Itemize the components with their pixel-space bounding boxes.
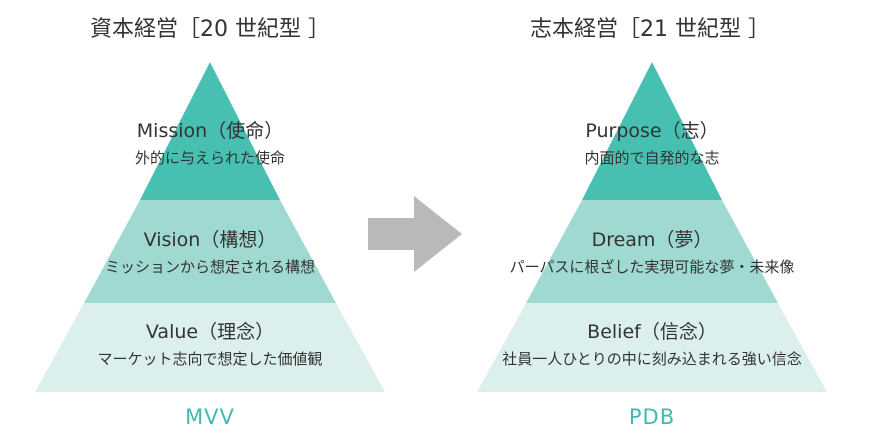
right-level-3-heading: Belief（信念）	[587, 321, 717, 343]
right-level-1-heading: Purpose（志）	[585, 120, 719, 142]
right-pyramid	[477, 62, 827, 392]
right-level-2-heading: Dream（夢）	[591, 229, 713, 251]
left-pyramid	[35, 62, 385, 392]
left-pyramid-middle-tier	[84, 200, 336, 303]
left-level-3-heading: Value（理念）	[145, 321, 275, 343]
right-pyramid-middle-tier	[526, 200, 778, 303]
right-caption-pdb: PDB	[628, 405, 676, 429]
left-level-1-heading: Mission（使命）	[136, 120, 284, 142]
right-level-3-description: 社員一人ひとりの中に刻み込まれる強い信念	[502, 350, 802, 368]
left-level-2-description: ミッションから想定される構想	[104, 258, 315, 276]
right-pyramid-bottom-tier	[477, 303, 827, 392]
left-level-3-description: マーケット志向で想定した価値観	[97, 350, 323, 368]
left-level-2-heading: Vision（構想）	[143, 229, 277, 251]
left-pyramid-top-tier	[140, 62, 280, 200]
right-pyramid-top-tier	[582, 62, 722, 200]
right-level-2-description: パーパスに根ざした実現可能な夢・未来像	[509, 258, 795, 276]
left-pyramid-bottom-tier	[35, 303, 385, 392]
left-caption-mvv: MVV	[185, 405, 235, 429]
right-arrow-icon	[368, 196, 462, 272]
right-level-1-description: 内面的で自発的な志	[584, 149, 720, 167]
right-pyramid-title: 志本経営［21 世紀型 ］	[530, 17, 770, 42]
left-level-1-description: 外的に与えられた使命	[134, 149, 285, 167]
left-pyramid-title: 資本経営［20 世紀型 ］	[90, 17, 330, 42]
